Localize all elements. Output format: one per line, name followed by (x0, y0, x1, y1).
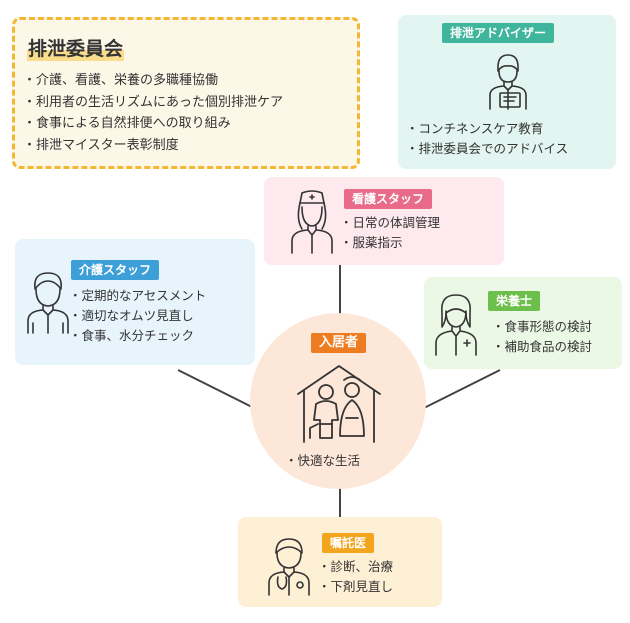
nutritionist-items: 食事形態の検討 補助食品の検討 (492, 317, 593, 357)
nurse-icon (288, 189, 336, 255)
nutritionist-badge: 栄養士 (488, 291, 541, 311)
committee-title: 排泄委員会 (27, 34, 125, 61)
doctor-item: 下剤見直し (318, 577, 394, 597)
nutritionist-icon (432, 291, 480, 357)
caregiver-item: 定期的なアセスメント (69, 286, 207, 306)
caregiver-box: 介護スタッフ 定期的なアセスメント 適切なオムツ見直し 食事、水分チェック (15, 239, 255, 365)
elderly-couple-house-icon (296, 364, 382, 444)
advisor-badge: 排泄アドバイザー (442, 23, 555, 43)
connector-caregiver (177, 369, 255, 409)
nurse-item: 服薬指示 (340, 233, 440, 253)
advisor-items: コンチネンスケア教育 排泄委員会でのアドバイス (406, 119, 569, 159)
advisor-item: 排泄委員会でのアドバイス (406, 139, 569, 159)
doctor-item: 診断、治療 (318, 557, 394, 577)
advisor-box: 排泄アドバイザー コンチネンスケア教育 排泄委員会でのアドバイス (398, 15, 616, 169)
committee-item: 介護、看護、栄養の多職種協働 (23, 70, 283, 92)
nurse-box: 看護スタッフ 日常の体調管理 服薬指示 (264, 177, 504, 265)
committee-item: 排泄マイスター表彰制度 (23, 135, 283, 157)
doctor-box: 嘱託医 診断、治療 下剤見直し (238, 517, 442, 607)
resident-items: 快適な生活 (285, 451, 361, 471)
doctor-badge: 嘱託医 (322, 533, 375, 553)
advisor-item: コンチネンスケア教育 (406, 119, 568, 139)
nutritionist-item: 補助食品の検討 (492, 337, 593, 357)
caregiver-icon (25, 269, 71, 335)
connector-nutritionist (423, 369, 501, 409)
committee-items: 介護、看護、栄養の多職種協働 利用者の生活リズムにあった個別排泄ケア 食事による… (23, 70, 283, 156)
committee-item: 利用者の生活リズムにあった個別排泄ケア (23, 92, 283, 114)
caregiver-item: 適切なオムツ見直し (69, 306, 206, 326)
nurse-items: 日常の体調管理 服薬指示 (340, 213, 441, 253)
caregiver-items: 定期的なアセスメント 適切なオムツ見直し 食事、水分チェック (69, 286, 207, 346)
person-with-clipboard-icon (486, 51, 530, 111)
nutritionist-box: 栄養士 食事形態の検討 補助食品の検討 (424, 277, 622, 369)
caregiver-badge: 介護スタッフ (71, 260, 160, 280)
nurse-item: 日常の体調管理 (340, 213, 441, 233)
doctor-items: 診断、治療 下剤見直し (318, 557, 394, 597)
resident-badge: 入居者 (311, 333, 367, 353)
nutritionist-item: 食事形態の検討 (492, 317, 593, 337)
nurse-badge: 看護スタッフ (344, 189, 433, 209)
doctor-icon (266, 535, 312, 597)
resident-item: 快適な生活 (285, 451, 361, 471)
caregiver-item: 食事、水分チェック (69, 326, 206, 346)
committee-box: 排泄委員会 介護、看護、栄養の多職種協働 利用者の生活リズムにあった個別排泄ケア… (12, 17, 360, 169)
committee-item: 食事による自然排便への取り組み (23, 113, 283, 135)
